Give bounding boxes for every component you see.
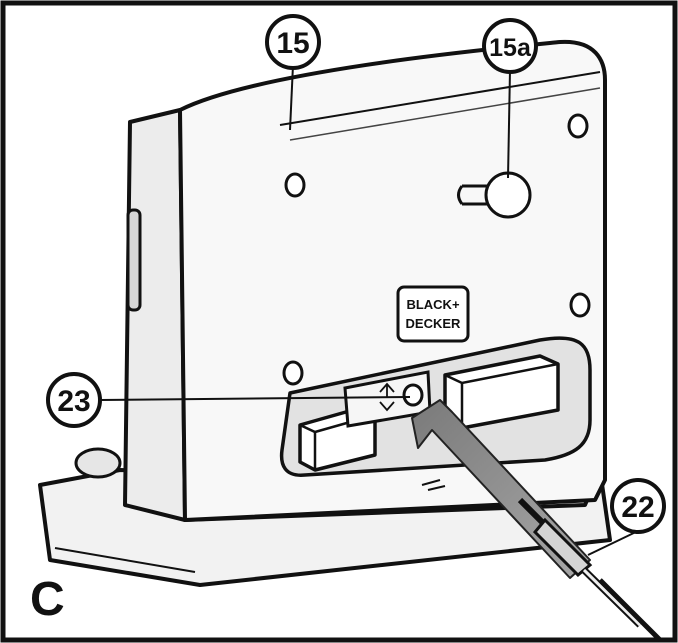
side-grip	[126, 208, 142, 312]
dc-socket-icon	[402, 383, 424, 407]
callout-22: 22	[610, 478, 666, 534]
charger-plug	[532, 517, 593, 578]
base-foot	[74, 447, 122, 479]
dock-side	[123, 108, 187, 522]
charger-cable	[517, 497, 662, 642]
callout-15: 15	[265, 14, 321, 70]
logo-line-2: DECKER	[406, 316, 462, 331]
screw-hole	[569, 292, 591, 318]
callout-23: 23	[46, 372, 102, 428]
callout-23-label: 23	[57, 385, 90, 418]
leader-line-15	[289, 64, 294, 131]
callout-22-label: 22	[621, 491, 654, 524]
screw-hole	[284, 172, 306, 198]
brand-logo: BLACK+ DECKER	[396, 285, 470, 343]
screw-hole	[567, 113, 589, 139]
leader-line-15a	[507, 69, 511, 179]
leader-line-23	[99, 396, 411, 401]
callout-15a: 15a	[482, 18, 538, 74]
charging-cavity	[279, 336, 592, 491]
callout-15a-label: 15a	[489, 34, 532, 62]
callout-15-label: 15	[276, 27, 309, 60]
logo-line-1: BLACK+	[406, 297, 459, 312]
figure-letter: C	[30, 573, 65, 626]
leader-line-22	[587, 529, 641, 556]
screw-hole	[282, 360, 304, 386]
